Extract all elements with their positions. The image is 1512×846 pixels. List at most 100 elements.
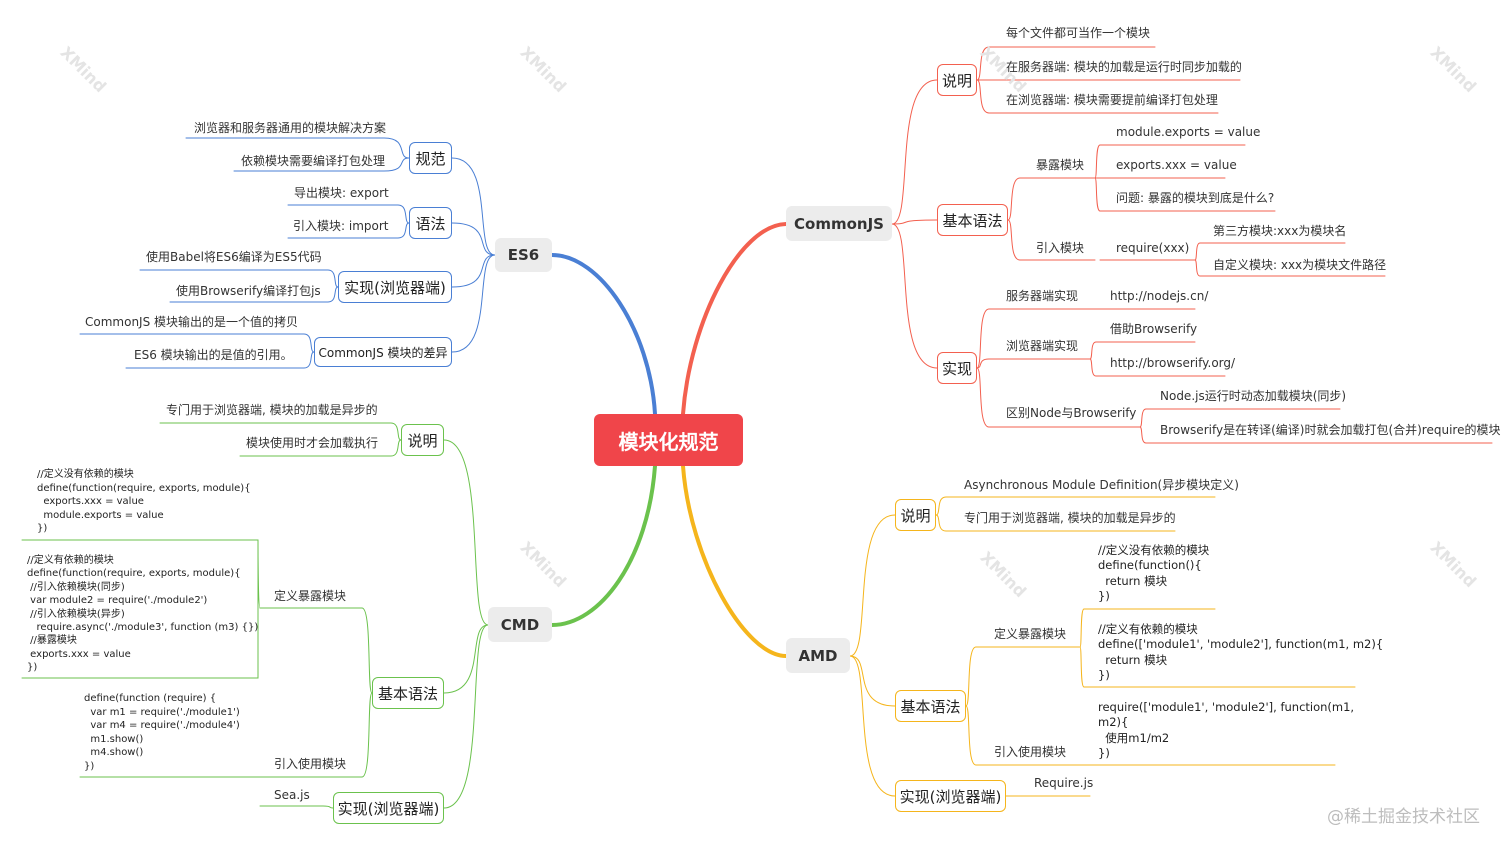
cmd-code-bracket (21, 539, 259, 679)
branch (327, 269, 339, 288)
cmd-define-label[interactable]: 定义暴露模块 (274, 589, 347, 603)
cmd-to-impl (443, 624, 489, 809)
topic-es6[interactable]: ES6 (495, 238, 552, 272)
branch (935, 496, 947, 516)
commonjs-diff-label[interactable]: 区别Node与Browserify (1006, 406, 1137, 420)
amd-syntax-topic[interactable]: 基本语法 (895, 690, 966, 722)
commonjs-to-desc (891, 79, 938, 225)
cmd-define-code-nodeps[interactable]: //定义没有依赖的模块 define(function(require, exp… (37, 469, 251, 534)
es6-syntax-item[interactable]: 导出模块: export (294, 186, 389, 200)
branch (361, 692, 373, 778)
cmd-desc-item[interactable]: 专门用于浏览器端, 模块的加载是异步的 (166, 403, 378, 417)
branch (397, 222, 410, 239)
commonjs-require-call[interactable]: require(xxx) (1116, 241, 1190, 255)
amd-to-desc (849, 514, 896, 657)
commonjs-syntax-topic[interactable]: 基本语法 (937, 204, 1008, 236)
commonjs-diff-item[interactable]: Node.js运行时动态加载模块(同步) (1160, 389, 1347, 403)
cmd-to-desc (443, 439, 489, 626)
commonjs-desc-topic[interactable]: 说明 (937, 64, 977, 96)
amd-define-code-nodeps[interactable]: //定义没有依赖的模块 define(function(){ return 模块… (1098, 543, 1210, 603)
amd-impl-item[interactable]: Require.js (1034, 776, 1094, 790)
branch (1094, 144, 1101, 179)
commonjs-impl-topic[interactable]: 实现 (937, 352, 977, 384)
cmd-impl-item[interactable]: Sea.js (274, 788, 310, 802)
es6-spec-topic[interactable]: 规范 (409, 142, 452, 174)
commonjs-to-impl (891, 223, 938, 369)
commonjs-diff-item[interactable]: Browserify是在转译(编译)时就会加载打包(合并)require的模块 (1160, 423, 1501, 437)
amd-use-code[interactable]: require(['module1', 'module2'], function… (1098, 700, 1355, 760)
es6-diff-item[interactable]: ES6 模块输出的是值的引用。 (134, 348, 293, 362)
branch (322, 805, 334, 809)
commonjs-import-label[interactable]: 引入模块 (1036, 241, 1085, 255)
commonjs-to-syntax (891, 219, 938, 225)
branch (327, 286, 339, 303)
cmd-desc-item[interactable]: 模块使用时才会加载执行 (246, 436, 379, 450)
branch (976, 308, 990, 369)
branch (383, 137, 410, 159)
branch (397, 204, 410, 224)
branch (935, 514, 947, 532)
es6-impl-topic[interactable]: 实现(浏览器端) (338, 271, 452, 303)
amd-define-code-deps[interactable]: //定义有依赖的模块 define(['module1', 'module2']… (1098, 622, 1384, 682)
branch (976, 46, 990, 81)
commonjs-server-label[interactable]: 服务器端实现 (1006, 289, 1079, 303)
branch-commonjs (681, 222, 788, 416)
es6-impl-item[interactable]: 使用Browserify编译打包js (176, 284, 321, 298)
branch (1089, 358, 1097, 377)
brand-watermark: @稀土掘金技术社区 (1327, 807, 1480, 827)
commonjs-expose-item[interactable]: 问题: 暴露的模块到底是什么? (1116, 191, 1275, 205)
topic-commonjs[interactable]: CommonJS (786, 206, 892, 241)
es6-spec-item[interactable]: 依赖模块需要编译打包处理 (241, 154, 386, 168)
es6-diff-item[interactable]: CommonJS 模块输出的是一个值的拷贝 (85, 315, 299, 329)
root-topic[interactable]: 模块化规范 (594, 414, 743, 466)
branch (303, 333, 315, 353)
commonjs-import-item[interactable]: 第三方模块:xxx为模块名 (1213, 224, 1347, 238)
cmd-desc-topic[interactable]: 说明 (401, 424, 444, 456)
amd-desc-item[interactable]: Asynchronous Module Definition(异步模块定义) (964, 478, 1239, 492)
branch (1194, 259, 1201, 277)
commonjs-server-link[interactable]: http://nodejs.cn/ (1110, 289, 1209, 303)
amd-to-impl (849, 655, 896, 797)
cmd-use-label[interactable]: 引入使用模块 (274, 757, 347, 771)
cmd-use-code[interactable]: define(function (require) { var m1 = req… (84, 693, 240, 772)
es6-to-spec (451, 157, 496, 256)
es6-diff-topic[interactable]: CommonJS 模块的差异 (314, 337, 452, 367)
commonjs-expose-label[interactable]: 暴露模块 (1036, 158, 1085, 172)
commonjs-import-item[interactable]: 自定义模块: xxx为模块文件路径 (1213, 258, 1387, 272)
commonjs-browser-label[interactable]: 浏览器端实现 (1006, 339, 1079, 353)
cmd-impl-topic[interactable]: 实现(浏览器端) (333, 792, 444, 824)
amd-desc-topic[interactable]: 说明 (895, 499, 936, 531)
amd-use-label[interactable]: 引入使用模块 (994, 745, 1067, 759)
commonjs-desc-item[interactable]: 在服务器端: 模块的加载是运行时同步加载的 (1006, 60, 1242, 74)
branch (965, 646, 977, 707)
branch (390, 422, 402, 441)
branch (976, 79, 990, 114)
es6-impl-item[interactable]: 使用Babel将ES6编译为ES5代码 (146, 250, 322, 264)
commonjs-expose-item[interactable]: module.exports = value (1116, 125, 1261, 139)
amd-impl-topic[interactable]: 实现(浏览器端) (895, 780, 1006, 812)
branch-es6 (550, 253, 657, 416)
branch (1139, 408, 1147, 428)
commonjs-desc-item[interactable]: 在浏览器端: 模块需要提前编译打包处理 (1006, 93, 1218, 107)
es6-syntax-topic[interactable]: 语法 (409, 207, 452, 239)
commonjs-browser-item[interactable]: 借助Browserify (1110, 322, 1198, 336)
branch (976, 358, 990, 369)
topic-cmd[interactable]: CMD (488, 607, 552, 642)
branch (1079, 608, 1085, 648)
commonjs-expose-item[interactable]: exports.xxx = value (1116, 158, 1237, 172)
branch-amd (681, 464, 788, 658)
topic-amd[interactable]: AMD (786, 638, 850, 673)
commonjs-desc-item[interactable]: 每个文件都可当作一个模块 (1006, 26, 1151, 40)
commonjs-browser-link[interactable]: http://browserify.org/ (1110, 356, 1236, 370)
branch (1007, 177, 1021, 221)
es6-syntax-item[interactable]: 引入模块: import (293, 219, 389, 233)
cmd-syntax-topic[interactable]: 基本语法 (372, 677, 444, 709)
branch (303, 351, 315, 369)
es6-spec-item[interactable]: 浏览器和服务器通用的模块解决方案 (194, 121, 387, 135)
cmd-to-syntax (443, 624, 489, 694)
cmd-define-code-deps[interactable]: //定义有依赖的模块 define(function(require, expo… (27, 555, 259, 674)
amd-define-label[interactable]: 定义暴露模块 (994, 627, 1067, 641)
branch (1139, 426, 1147, 444)
amd-desc-item[interactable]: 专门用于浏览器端, 模块的加载是异步的 (964, 511, 1176, 525)
